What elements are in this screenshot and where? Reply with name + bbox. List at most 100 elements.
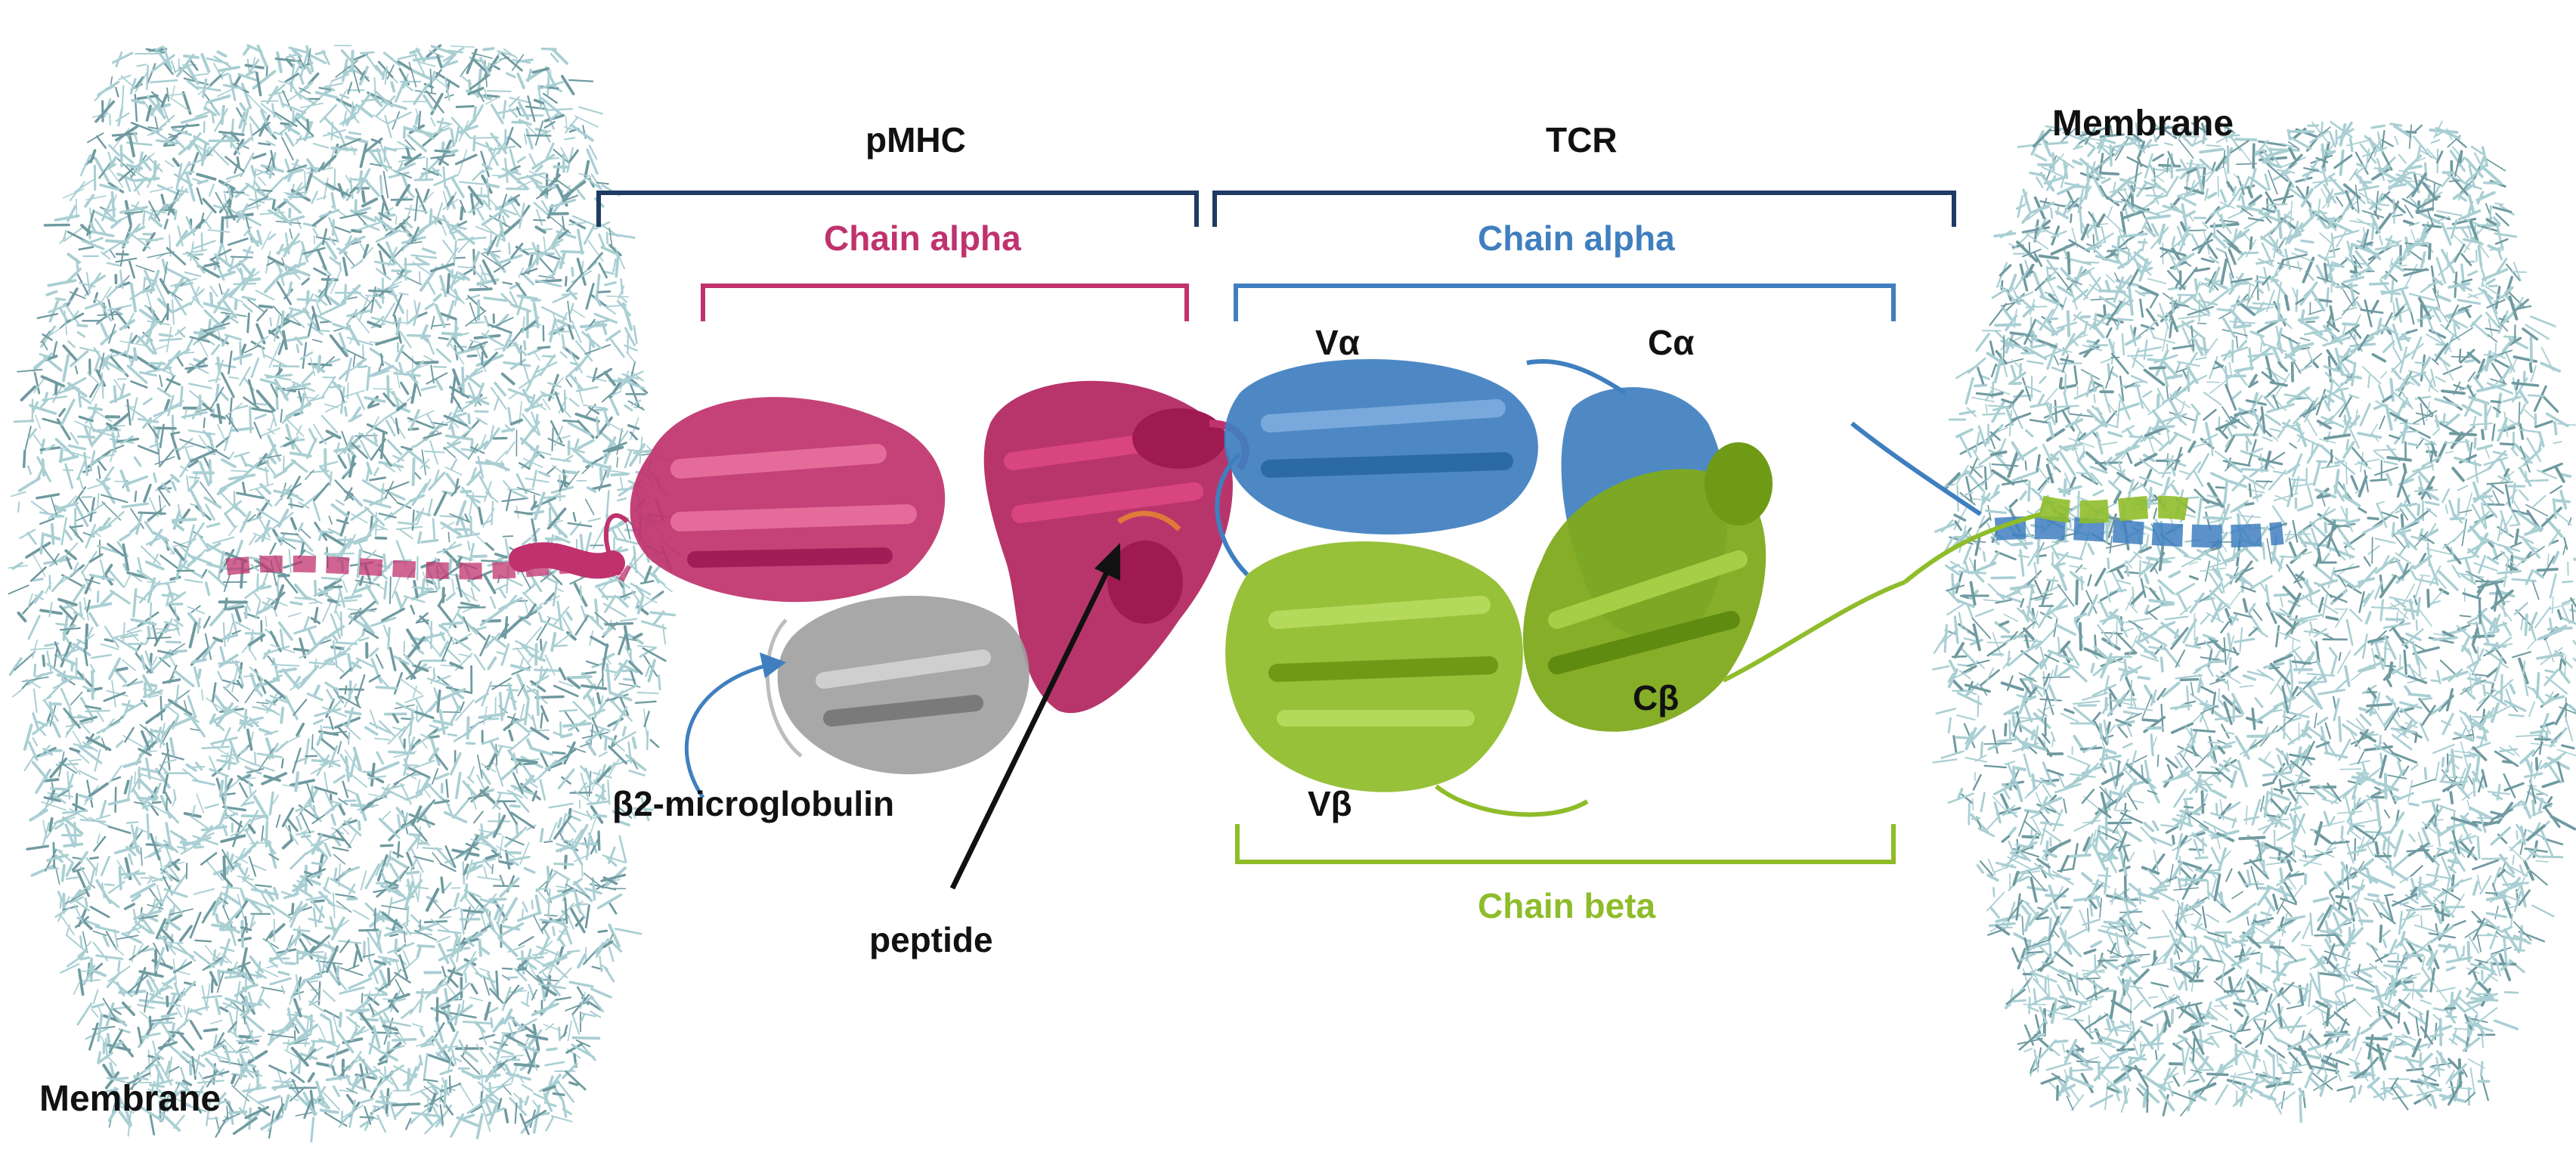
lipid-stick [617, 457, 618, 467]
lipid-stick [349, 978, 371, 988]
lipid-stick [258, 391, 274, 411]
lipid-stick [286, 160, 291, 175]
lipid-stick [118, 379, 126, 380]
lipid-stick [78, 460, 85, 479]
lipid-stick [444, 448, 455, 458]
lipid-stick [354, 71, 360, 92]
lipid-stick [114, 947, 123, 955]
lipid-stick [586, 162, 589, 176]
lipid-stick [325, 844, 330, 856]
lipid-stick [582, 865, 583, 876]
lipid-stick [122, 504, 147, 507]
lipid-stick [346, 757, 348, 780]
lipid-stick [48, 280, 75, 286]
lipid-stick [305, 739, 309, 764]
lipid-stick [497, 1034, 504, 1060]
lipid-stick [384, 172, 389, 197]
lipid-stick [245, 869, 247, 878]
lipid-stick [605, 283, 616, 285]
lipid-stick [147, 981, 152, 991]
lipid-stick [81, 155, 90, 175]
lipid-stick [178, 847, 187, 848]
lipid-stick [49, 603, 52, 616]
lipid-stick [322, 578, 339, 579]
lipid-stick [147, 814, 149, 838]
lipid-stick [497, 652, 506, 655]
lipid-stick [544, 1086, 555, 1090]
lipid-stick [485, 1003, 490, 1020]
lipid-stick [513, 492, 527, 498]
lipid-stick [378, 931, 380, 944]
lipid-stick [289, 550, 291, 572]
lipid-stick [429, 736, 438, 738]
lipid-stick [480, 714, 503, 717]
lipid-stick [454, 798, 470, 817]
lipid-stick [340, 1013, 341, 1026]
lipid-stick [438, 691, 440, 711]
lipid-stick [546, 1117, 553, 1131]
lipid-stick [60, 628, 80, 630]
lipid-stick [569, 398, 578, 406]
lipid-stick [636, 702, 656, 703]
lipid-stick [606, 308, 615, 314]
membrane-left [8, 45, 680, 1142]
lipid-stick [190, 729, 199, 730]
lipid-stick [414, 301, 416, 315]
lipid-stick [611, 399, 618, 414]
lipid-stick [211, 293, 212, 305]
lipid-stick [101, 857, 109, 875]
lipid-stick [397, 185, 409, 205]
lipid-stick [525, 479, 548, 482]
lipid-stick [605, 967, 614, 981]
lipid-stick [423, 789, 431, 798]
lipid-stick [283, 331, 286, 349]
lipid-stick [553, 752, 565, 753]
lipid-stick [563, 420, 579, 422]
lipid-stick [450, 958, 455, 967]
lipid-stick [618, 498, 626, 500]
lipid-stick [225, 777, 226, 801]
lipid-stick [456, 529, 469, 530]
lipid-stick [447, 474, 457, 488]
lipid-stick [559, 938, 564, 946]
lipid-stick [326, 683, 337, 690]
lipid-stick [382, 913, 402, 928]
lipid-stick [34, 435, 44, 448]
lipid-stick [544, 929, 549, 938]
lipid-stick [470, 289, 491, 290]
lipid-stick [569, 423, 590, 435]
lipid-stick [397, 527, 423, 529]
lipid-stick [227, 909, 242, 925]
lipid-stick [262, 231, 271, 249]
lipid-stick [562, 734, 571, 736]
lipid-stick [81, 820, 106, 822]
lipid-stick [607, 665, 609, 691]
lipid-stick [320, 330, 330, 331]
lipid-stick [536, 129, 547, 132]
lipid-stick [259, 46, 267, 66]
lipid-stick [98, 466, 100, 479]
lipid-stick [66, 464, 73, 488]
lipid-stick [315, 581, 316, 594]
lipid-stick [441, 276, 446, 296]
lipid-stick [29, 616, 39, 639]
lipid-stick [92, 1004, 104, 1007]
lipid-stick [440, 625, 447, 631]
lipid-stick [53, 723, 60, 737]
lipid-stick [252, 358, 259, 377]
lipid-stick [285, 461, 295, 469]
lipid-stick [232, 1086, 249, 1101]
lipid-stick [555, 864, 573, 865]
lipid-stick [364, 245, 368, 257]
lipid-stick [125, 904, 135, 909]
lipid-stick [539, 613, 541, 621]
lipid-stick [202, 690, 203, 699]
lipid-stick [116, 254, 128, 255]
lipid-stick [94, 990, 98, 1003]
lipid-stick [578, 440, 593, 448]
lipid-stick [218, 52, 225, 56]
lipid-stick [376, 655, 383, 668]
lipid-stick [495, 910, 499, 919]
lipid-stick [363, 772, 371, 773]
lipid-stick [208, 230, 229, 232]
